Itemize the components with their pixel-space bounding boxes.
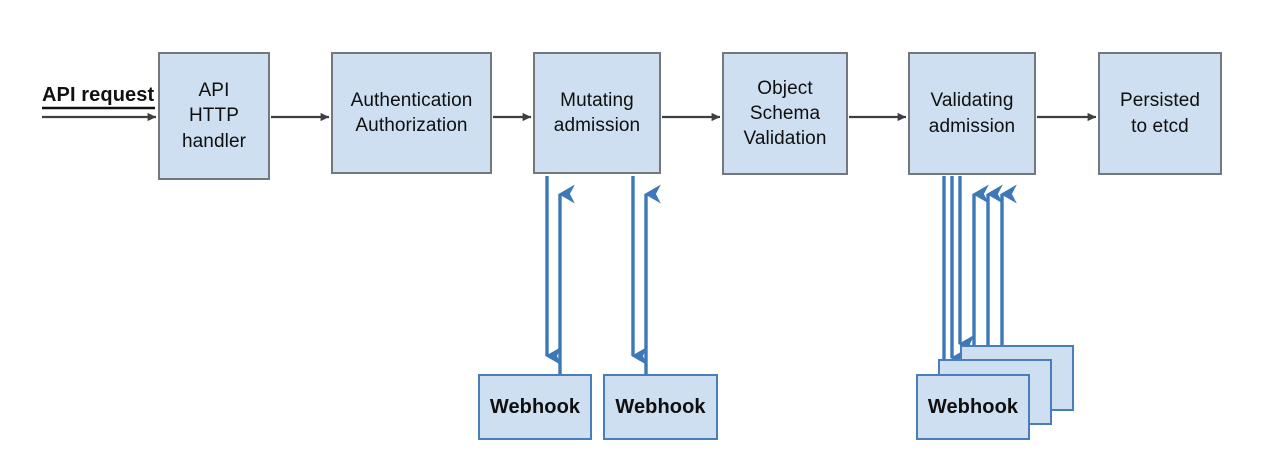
stage-api-http-handler-label: API HTTP handler [181, 80, 247, 152]
webhook-mutating-2-label: Webhook [615, 395, 706, 418]
stage-persisted-to-etcd-label: Persisted to etcd [1119, 90, 1201, 137]
webhook-mutating-1-label: Webhook [489, 395, 581, 418]
stage-object-schema-validation-label: Object Schema Validation [743, 77, 827, 150]
webhook-mutating-1[interactable]: Webhook [478, 374, 592, 440]
stage-object-schema-validation[interactable]: Object Schema Validation [722, 52, 848, 175]
stage-mutating-admission[interactable]: Mutating admission [533, 52, 661, 174]
stage-authentication-authorization[interactable]: Authentication Authorization [331, 52, 492, 174]
api-request-label: API request [42, 84, 154, 107]
stage-authentication-authorization-label: Authentication Authorization [350, 89, 473, 136]
webhook-validating-stack-front-label: Webhook [927, 395, 1019, 418]
stage-mutating-admission-label: Mutating admission [553, 89, 641, 136]
stage-persisted-to-etcd[interactable]: Persisted to etcd [1098, 52, 1222, 175]
api-request-label-text: API request [42, 84, 155, 106]
webhook-mutating-2[interactable]: Webhook [603, 374, 718, 440]
stage-validating-admission-label: Validating admission [928, 90, 1016, 137]
webhook-validating-stack-front[interactable]: Webhook [916, 374, 1030, 440]
stage-api-http-handler[interactable]: API HTTP handler [158, 52, 270, 180]
stage-validating-admission[interactable]: Validating admission [908, 52, 1036, 175]
